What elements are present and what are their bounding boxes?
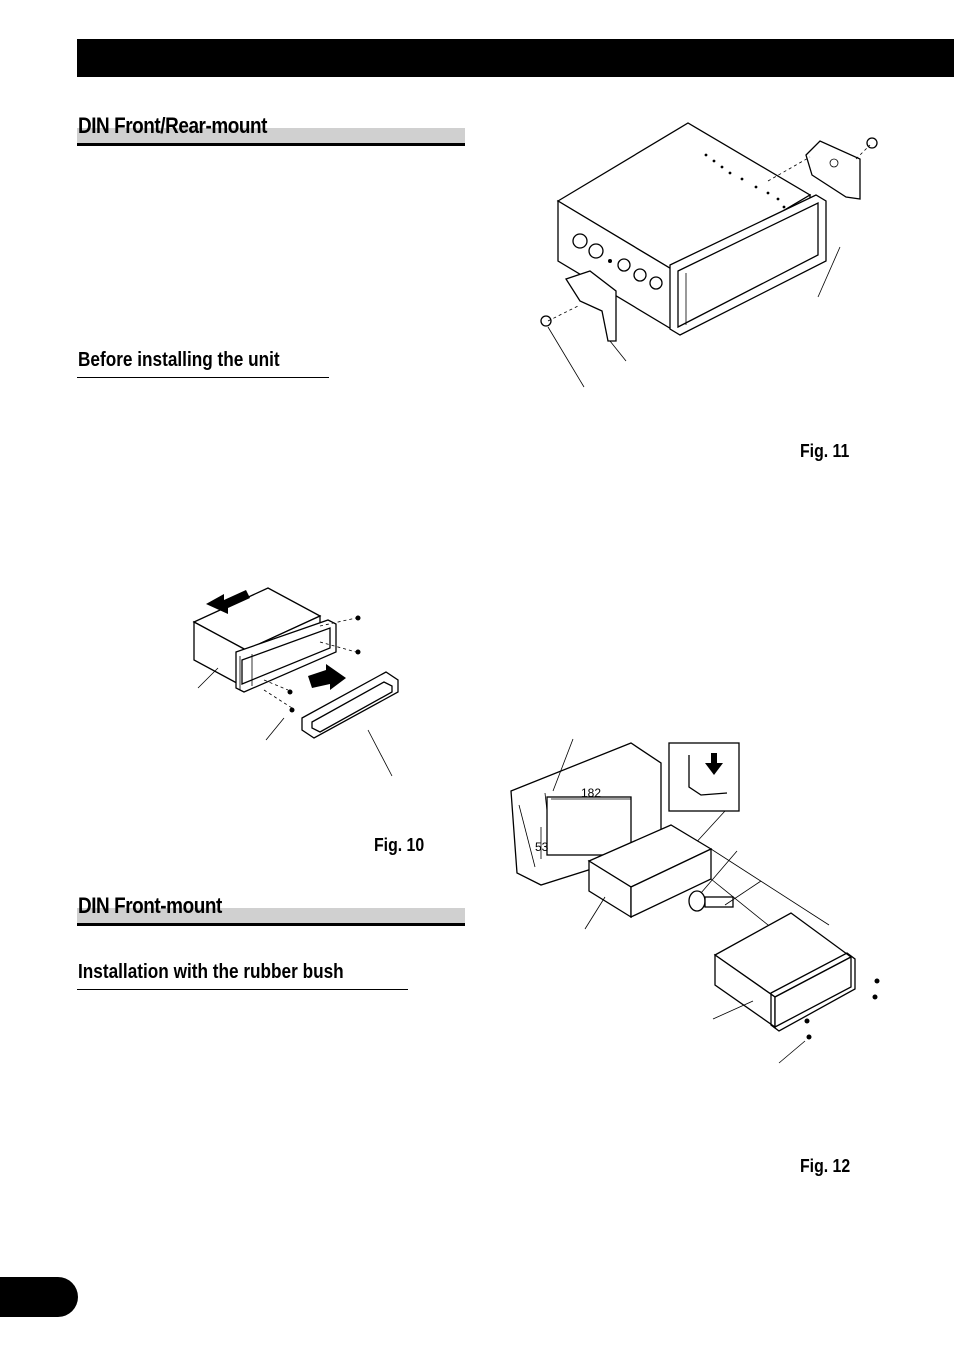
header-bar xyxy=(77,39,954,77)
page-tab xyxy=(0,1277,78,1317)
figure-11-illustration xyxy=(540,122,878,388)
figure-10-caption: Fig. 10 xyxy=(374,835,425,855)
figure-12-dim-width: 182 xyxy=(581,786,601,800)
figure-12-dim-height: 53 xyxy=(535,840,549,854)
heading-band xyxy=(77,128,465,143)
figure-12-illustration: 182 53 xyxy=(510,738,880,1064)
subsection-title-rubber-bush: Installation with the rubber bush xyxy=(78,961,344,983)
figure-10-illustration xyxy=(192,587,399,777)
heading-rule xyxy=(77,143,465,146)
subsection-rule xyxy=(77,377,329,378)
heading-rule xyxy=(77,923,465,926)
figure-11-caption: Fig. 11 xyxy=(800,441,850,461)
subsection-rule xyxy=(77,989,408,990)
heading-band xyxy=(77,908,465,923)
figure-12-caption: Fig. 12 xyxy=(800,1156,851,1176)
section-title-din-front-rear-mount: DIN Front/Rear-mount xyxy=(78,113,267,138)
section-title-din-front-mount: DIN Front-mount xyxy=(78,893,222,918)
subsection-title-before-installing: Before installing the unit xyxy=(78,349,280,371)
